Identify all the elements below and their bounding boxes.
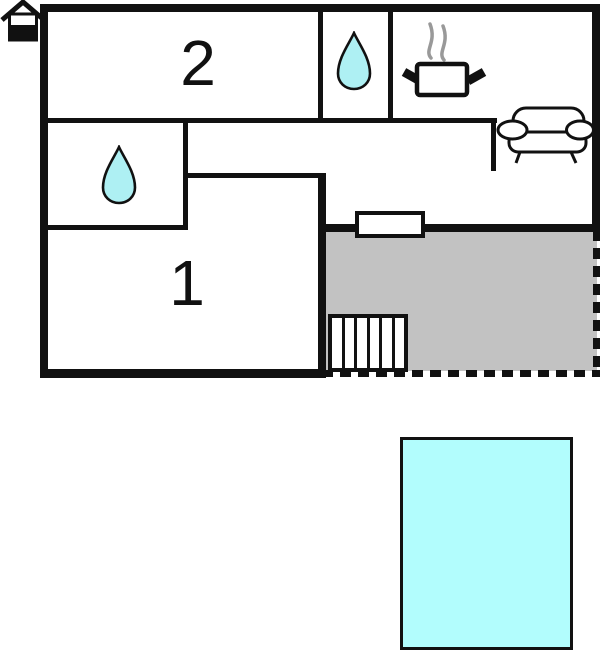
sofa-icon <box>496 106 595 164</box>
window-marker <box>355 211 425 238</box>
room-2-label: 2 <box>180 27 216 99</box>
stair-step <box>344 318 357 368</box>
wall-corridor-bottom <box>183 173 323 178</box>
wall-room1-right <box>318 173 326 377</box>
wall-terrace-top <box>318 224 600 232</box>
stair-step <box>357 318 370 368</box>
stair-step <box>369 318 382 368</box>
house-icon <box>0 0 46 42</box>
water-drop-icon-bathroom-1 <box>101 145 137 205</box>
water-drop-icon-bathroom-2 <box>336 31 372 91</box>
wall-bath1-bottom <box>44 225 188 230</box>
cooking-pot-icon <box>401 22 487 98</box>
wall-room1-bottom <box>40 369 326 378</box>
wall-outer-right <box>592 4 600 232</box>
wall-bath2-kitchen <box>388 12 393 118</box>
wall-living-partition <box>491 118 496 171</box>
steam-icon <box>427 22 447 62</box>
wall-outer-left <box>40 4 48 378</box>
stairs-icon <box>328 314 408 372</box>
terrace-dashed-border-bottom <box>322 370 600 377</box>
wall-mid-horizontal <box>44 118 497 123</box>
stair-step <box>382 318 395 368</box>
wall-outer-top <box>40 4 600 12</box>
room-1-label: 1 <box>169 247 205 319</box>
stair-step <box>332 318 345 368</box>
stair-step <box>394 318 404 368</box>
swimming-pool <box>400 437 573 650</box>
terrace-dashed-border-right <box>593 230 600 377</box>
wall-room2-bath2 <box>318 12 323 118</box>
